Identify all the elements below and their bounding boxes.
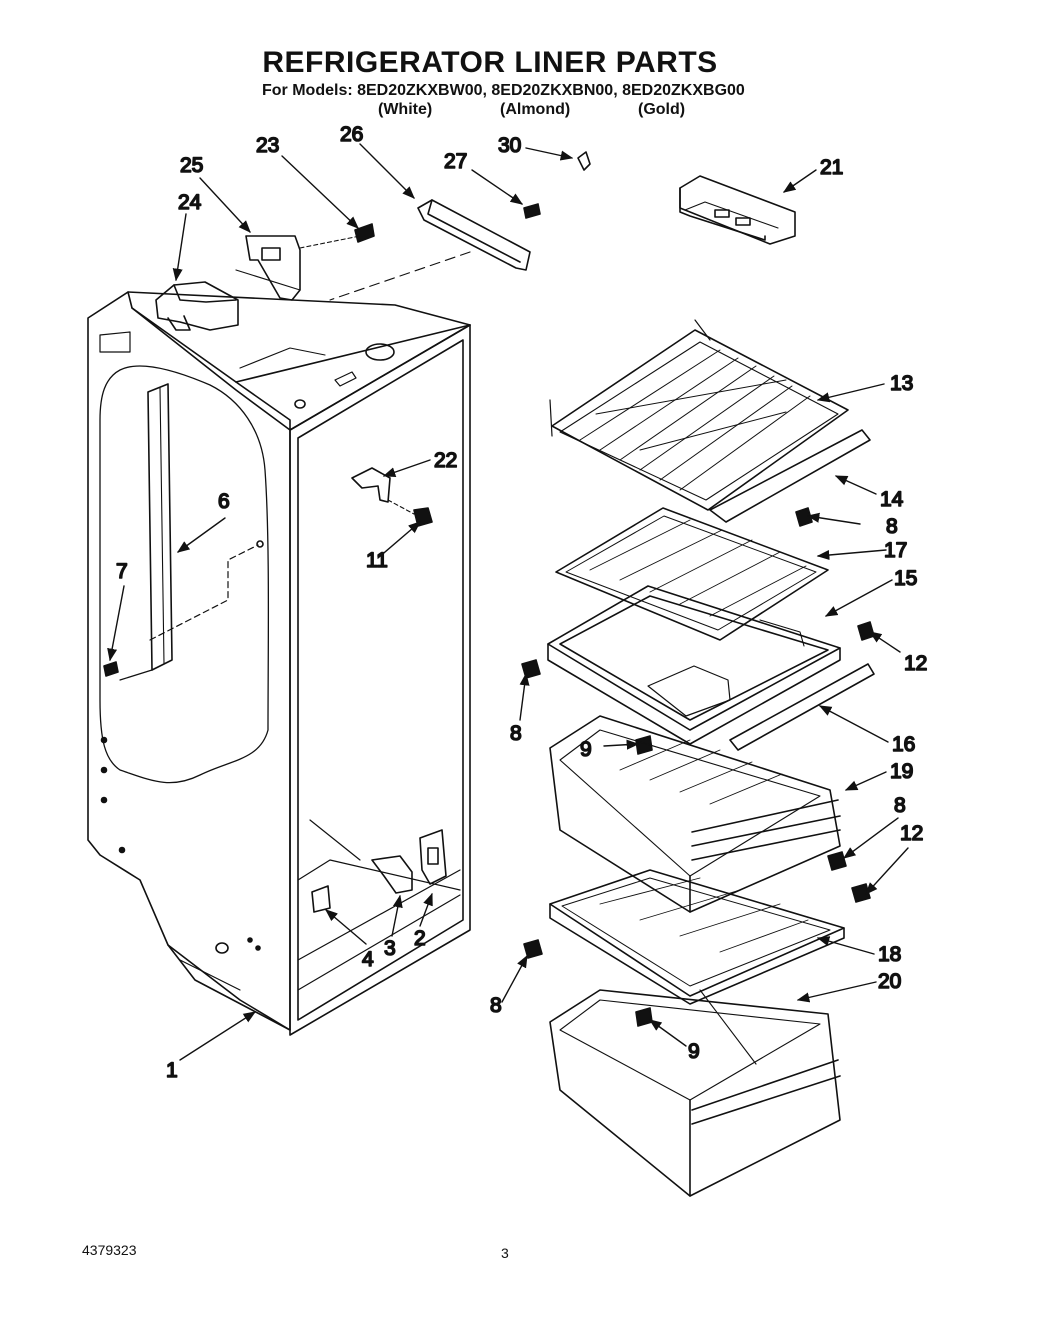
door-bin-21: [679, 175, 796, 245]
callout-14: 14: [880, 488, 904, 511]
callout-18: 18: [878, 943, 901, 966]
color-gold: (Gold): [638, 101, 686, 118]
crisper-drawer-19: [549, 715, 841, 913]
color-white: (White): [378, 101, 433, 118]
crisper-cover-18: [549, 869, 845, 1005]
page-title: REFRIGERATOR LINER PARTS: [262, 46, 718, 79]
callout-8-bottom: 8: [490, 994, 502, 1017]
crisper-drawer-20: [549, 989, 841, 1197]
shelf-13: [549, 319, 849, 511]
callout-13: 13: [890, 372, 913, 395]
callout-17: 17: [884, 539, 907, 562]
liner-body: [87, 291, 471, 1036]
top-components: [155, 223, 375, 331]
callout-labels: 1 2 3 4 6 7 8 8 8 8 9 9 11 12 12 13 14 1…: [115, 122, 928, 1083]
callout-27: 27: [444, 150, 467, 173]
screw-8-c: [827, 851, 847, 871]
callout-9-upper: 9: [580, 738, 592, 761]
callout-12-upper: 12: [904, 652, 927, 675]
callout-9-lower: 9: [688, 1040, 700, 1063]
callout-26: 26: [340, 123, 363, 146]
callout-6: 6: [218, 490, 230, 513]
document-number: 4379323: [82, 1242, 137, 1258]
callout-21: 21: [820, 156, 843, 179]
callout-19: 19: [890, 760, 913, 783]
leader-lines: [107, 143, 909, 1061]
callout-11: 11: [366, 549, 388, 572]
color-almond: (Almond): [500, 101, 571, 118]
glass-shelf-17: [555, 507, 829, 641]
screw-8-d: [523, 939, 543, 959]
callout-7: 7: [116, 560, 128, 583]
model-list: For Models: 8ED20ZKXBW00, 8ED20ZKXBN00, …: [262, 82, 745, 99]
clip-30: [577, 151, 591, 171]
top-rail-26: [329, 199, 541, 301]
page-number: 3: [501, 1245, 509, 1261]
callout-16: 16: [892, 733, 915, 756]
floor-brackets: [311, 829, 447, 913]
trim-14: [709, 429, 871, 523]
callout-20: 20: [878, 970, 901, 993]
callout-25: 25: [180, 154, 203, 177]
callout-3: 3: [384, 937, 396, 960]
trim-16: [729, 663, 875, 751]
crisper-frame-15: [547, 585, 841, 745]
callout-2: 2: [414, 927, 426, 950]
callout-8-drawer: 8: [894, 794, 906, 817]
callout-15: 15: [894, 567, 917, 590]
callout-30: 30: [498, 134, 521, 157]
callout-12-lower: 12: [900, 822, 923, 845]
callout-22: 22: [434, 449, 457, 472]
callout-23: 23: [256, 134, 279, 157]
screw-8-a: [795, 507, 813, 527]
callout-1: 1: [166, 1059, 178, 1082]
callout-4: 4: [362, 948, 374, 971]
screw-9-b: [635, 1007, 653, 1027]
callout-24: 24: [178, 191, 202, 214]
screw-12-a: [857, 621, 875, 641]
screw-8-b: [521, 659, 541, 679]
bracket-22: [351, 467, 433, 527]
callout-8-top: 8: [886, 515, 898, 538]
callout-8-frame: 8: [510, 722, 522, 745]
